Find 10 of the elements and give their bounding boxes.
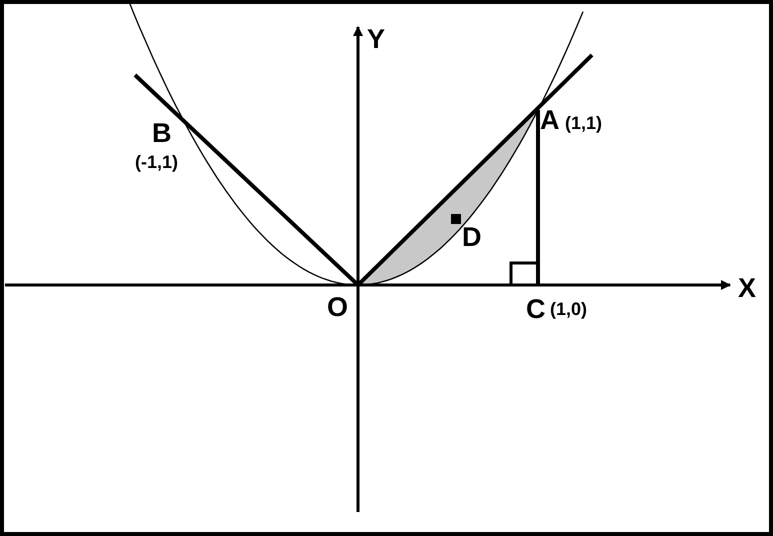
coordinate-label: (-1,1)	[135, 153, 178, 171]
point-label: D	[462, 224, 482, 251]
coordinate-label: (1,1)	[565, 114, 602, 132]
point-label: O	[327, 294, 348, 321]
axis-label: Y	[367, 26, 386, 53]
coordinate-label: (1,0)	[550, 300, 588, 318]
point-label: B	[152, 120, 172, 147]
point-label: A	[540, 107, 560, 134]
point-label: C	[526, 296, 546, 323]
axis-label: X	[738, 275, 756, 302]
